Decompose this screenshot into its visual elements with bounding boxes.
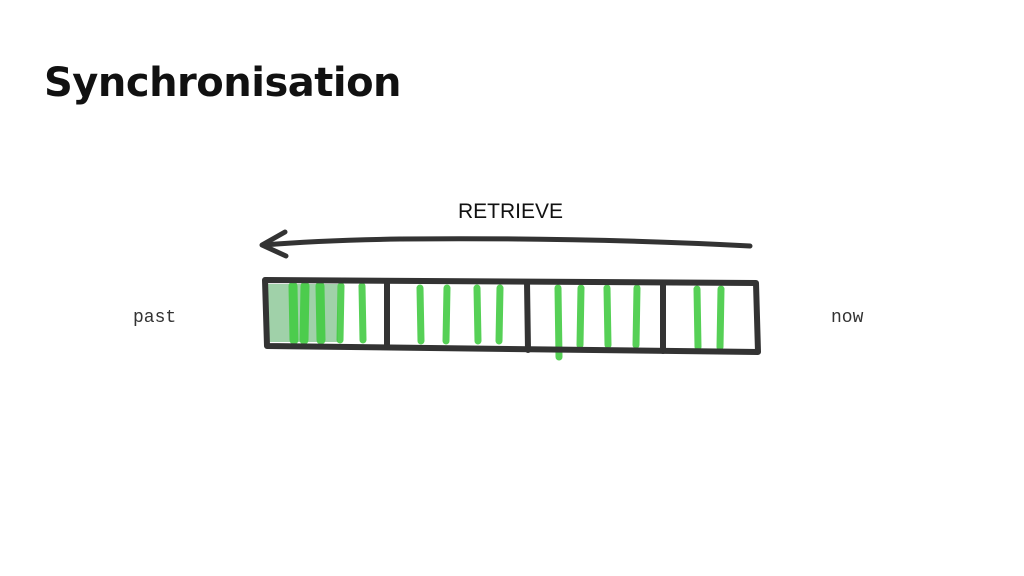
slide-title: Synchronisation <box>44 60 402 106</box>
data-mark-3-2 <box>576 284 585 349</box>
retrieve-label: RETRIEVE <box>458 200 564 223</box>
data-mark-2-2 <box>442 284 451 345</box>
past-label: past <box>133 308 177 328</box>
data-mark-1-3 <box>315 281 326 345</box>
retrieve-arrow <box>259 229 753 259</box>
data-mark-2-4 <box>495 284 504 345</box>
data-mark-2-1 <box>416 284 425 345</box>
data-mark-1-5 <box>358 282 367 344</box>
data-mark-1-4 <box>336 282 345 344</box>
data-mark-2-3 <box>473 284 482 345</box>
now-label: now <box>831 308 864 328</box>
data-mark-1-1 <box>288 281 299 345</box>
data-mark-3-1 <box>554 284 563 361</box>
segment-dividers <box>384 278 666 354</box>
data-mark-4-2 <box>716 285 725 351</box>
timeline-box <box>262 277 761 355</box>
data-mark-3-4 <box>632 284 641 349</box>
data-mark-4-1 <box>693 285 702 351</box>
data-marks <box>288 281 725 361</box>
data-mark-1-2 <box>299 281 310 345</box>
data-mark-3-3 <box>603 284 612 349</box>
